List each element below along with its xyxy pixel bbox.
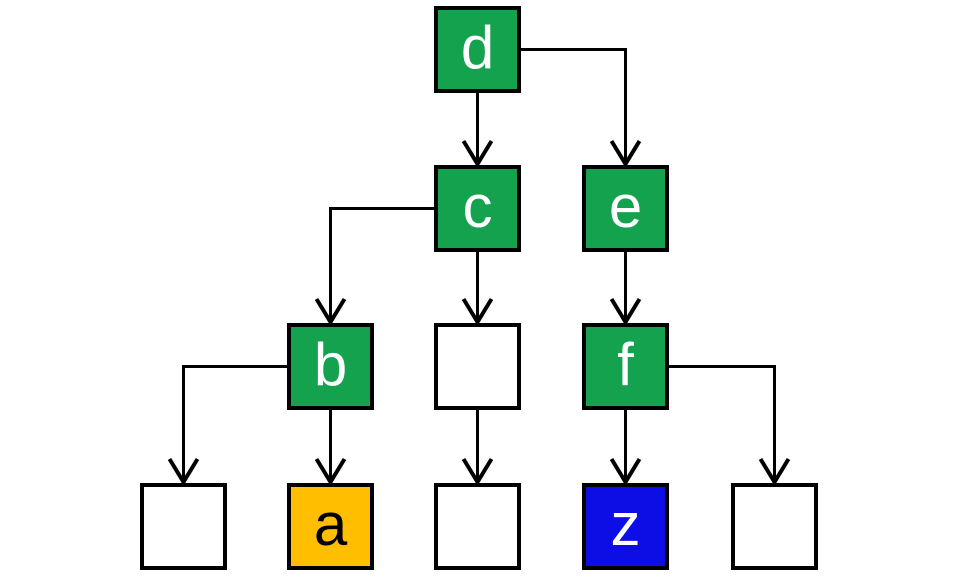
tree-node-z: z — [582, 483, 669, 570]
node-label-e: e — [608, 172, 643, 240]
arrowhead-d-e — [609, 139, 642, 168]
arrowhead-c-b — [314, 297, 347, 326]
node-label-c: c — [462, 172, 493, 240]
node-label-z: z — [610, 490, 641, 558]
tree-node-empty-3 — [434, 483, 521, 570]
tree-node-empty-4 — [731, 483, 818, 570]
arrowhead-e-f — [609, 297, 642, 326]
tree-node-d: d — [434, 6, 521, 93]
node-label-d: d — [460, 13, 495, 81]
tree-node-a: a — [287, 483, 374, 570]
arrowhead-d-c — [461, 139, 494, 168]
node-label-f: f — [617, 330, 634, 398]
tree-node-c: c — [434, 165, 521, 252]
tree-node-empty-2 — [140, 483, 227, 570]
arrowhead-f-z — [609, 457, 642, 486]
edge-b-l1 — [182, 365, 287, 481]
arrowhead-f-r1 — [758, 457, 791, 486]
arrowhead-c-m1 — [461, 297, 494, 326]
edge-f-r1 — [669, 365, 776, 481]
arrowhead-b-l1 — [167, 457, 200, 486]
edge-d-e — [521, 48, 627, 163]
arrowhead-m1-m2 — [461, 457, 494, 486]
edge-c-b — [329, 207, 434, 321]
node-label-b: b — [313, 330, 348, 398]
node-label-a: a — [313, 490, 348, 558]
tree-node-f: f — [582, 323, 669, 410]
tree-node-e: e — [582, 165, 669, 252]
arrowhead-b-a — [314, 457, 347, 486]
tree-node-b: b — [287, 323, 374, 410]
tree-node-empty-1 — [434, 323, 521, 410]
